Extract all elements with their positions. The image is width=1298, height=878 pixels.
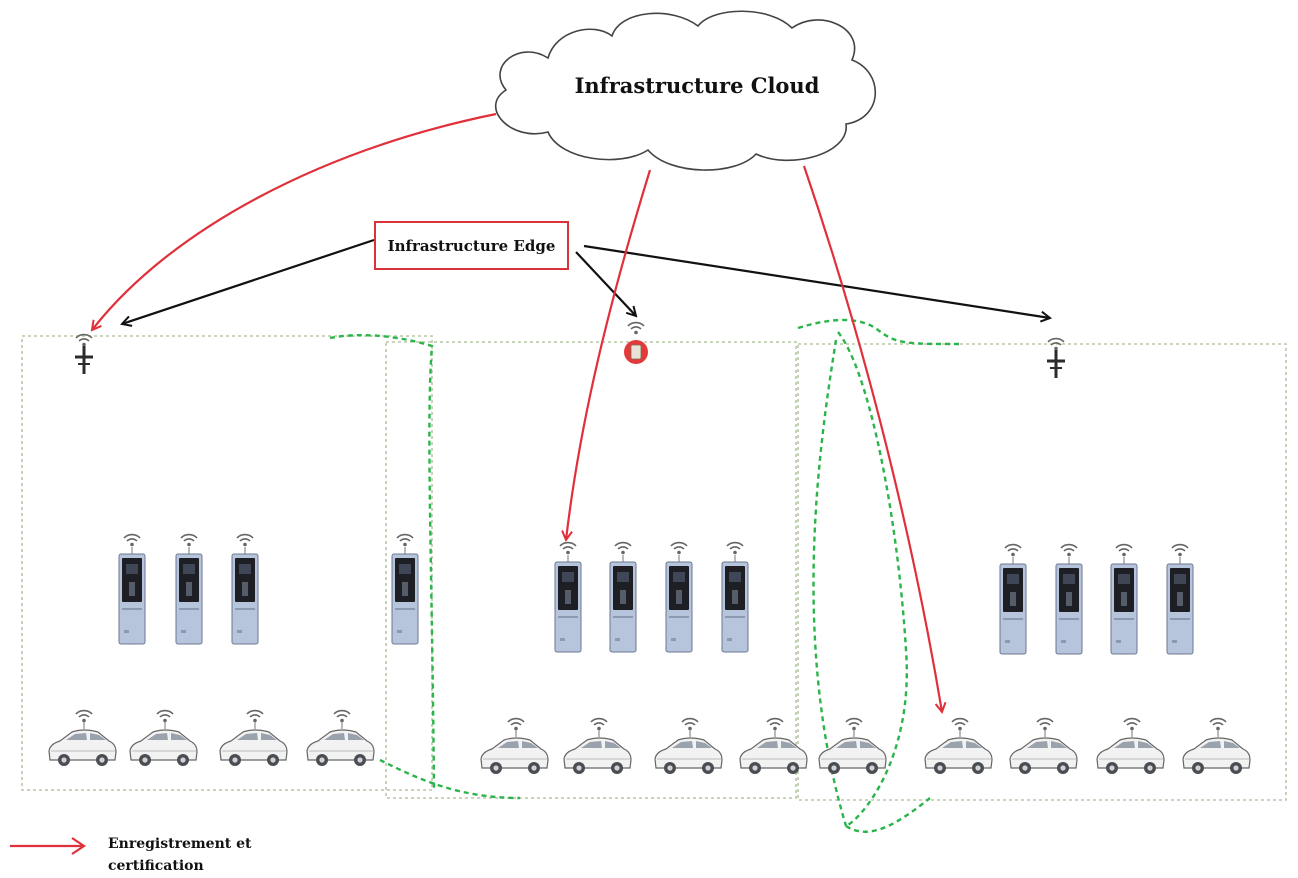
charging-station-icon (610, 543, 636, 652)
electric-car-icon (481, 719, 548, 774)
electric-car-icon (307, 711, 374, 766)
charging-station-icon (1111, 545, 1137, 654)
charging-station-icon (722, 543, 748, 652)
charging-station-icon (1056, 545, 1082, 654)
registration-arrow-left (92, 112, 497, 330)
infrastructure-edge-box: Infrastructure Edge (374, 221, 569, 270)
infrastructure-cloud: Infrastructure Cloud (494, 10, 877, 171)
charging-station-icon (555, 543, 581, 652)
electric-car-icon (1097, 719, 1164, 774)
zone-right (797, 343, 1287, 801)
edge-node-left (75, 335, 93, 374)
infrastructure-edge-label: Infrastructure Edge (387, 236, 556, 255)
edge-arrows (122, 238, 1050, 324)
charging-station-icon (1000, 545, 1026, 654)
electric-car-icon (130, 711, 197, 766)
charging-station-icon (119, 535, 145, 644)
edge-arrow-middle (575, 251, 636, 316)
edge-arrow-right (583, 244, 1050, 318)
electric-car-icon (819, 719, 886, 774)
charging-station-icon (176, 535, 202, 644)
legend-label: Enregistrement et certification (108, 836, 252, 874)
electric-car-icon (925, 719, 992, 774)
edge-node-middle (624, 321, 648, 364)
vehicle-mobility-path (329, 318, 961, 833)
electric-car-icon (1183, 719, 1250, 774)
electric-car-icon (1010, 719, 1077, 774)
zone-left (21, 335, 433, 791)
edge-arrow-left (122, 238, 375, 324)
charging-station-icon (666, 543, 692, 652)
electric-car-icon (49, 711, 116, 766)
charging-stations (119, 535, 1193, 654)
electric-car-icon (564, 719, 631, 774)
charging-station-icon (392, 535, 418, 644)
registration-arrows (92, 112, 942, 712)
electric-car-icon (655, 719, 722, 774)
cloud-label: Infrastructure Cloud (575, 73, 820, 98)
electric-cars (49, 711, 1250, 774)
registration-arrow-middle (566, 169, 652, 540)
edge-zones (21, 335, 1287, 801)
charging-station-icon (232, 535, 258, 644)
electric-car-icon (220, 711, 287, 766)
zone-middle (385, 341, 797, 799)
legend-arrow-icon (10, 837, 86, 855)
charging-station-icon (1167, 545, 1193, 654)
electric-car-icon (740, 719, 807, 774)
cloud-shape (494, 10, 877, 171)
legend: Enregistrement et certification (96, 833, 308, 877)
registration-arrow-right (802, 165, 942, 712)
